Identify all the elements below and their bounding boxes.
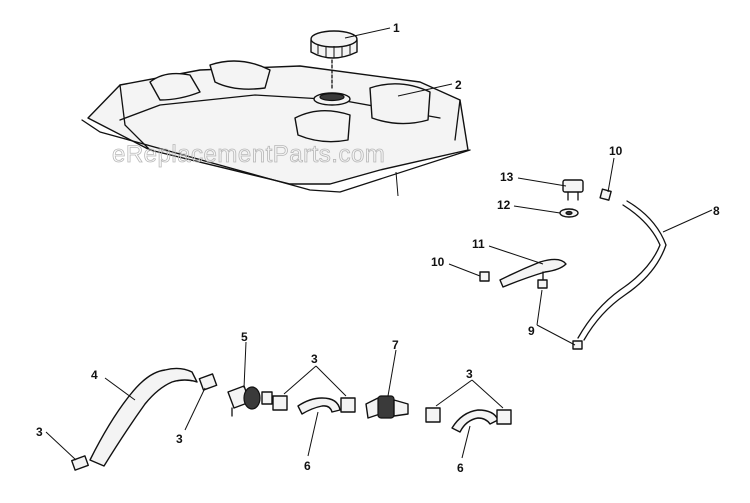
callout-3-middle: 3 xyxy=(311,352,318,366)
callout-3-right: 3 xyxy=(466,367,473,381)
fuel-line-8 xyxy=(577,200,667,341)
callout-3-far-left: 3 xyxy=(36,425,43,439)
fuel-line-11 xyxy=(499,258,567,288)
hose-6-right xyxy=(425,407,512,433)
fuel-tank xyxy=(81,60,471,197)
fuel-cap xyxy=(310,30,358,91)
callout-11: 11 xyxy=(472,237,485,251)
hose-clamp-10-lower xyxy=(479,271,490,282)
gasket-12 xyxy=(559,208,579,218)
callout-5: 5 xyxy=(241,330,248,344)
callout-3-left: 3 xyxy=(176,432,183,446)
callout-6-left: 6 xyxy=(304,459,311,473)
fuel-shutoff-valve-13 xyxy=(562,179,584,201)
watermark: eReplacementParts.com xyxy=(112,141,385,168)
callout-6-right: 6 xyxy=(457,461,464,475)
callout-9: 9 xyxy=(528,324,535,338)
callout-13: 13 xyxy=(500,170,514,184)
hose-6-left xyxy=(272,395,356,415)
callout-10-lower: 10 xyxy=(431,255,445,269)
inline-fuel-filter-7 xyxy=(365,395,409,419)
leader-lines xyxy=(45,27,713,461)
hose-clamp-9 xyxy=(537,279,583,350)
callout-labels: 1 2 10 8 13 12 11 10 9 4 3 3 5 3 7 3 6 6 xyxy=(36,21,720,475)
callout-8: 8 xyxy=(713,204,720,218)
callout-2: 2 xyxy=(455,78,462,92)
fuel-hose-4 xyxy=(89,367,198,467)
callout-10-upper: 10 xyxy=(609,144,623,158)
hose-clamp-10-upper xyxy=(599,188,612,201)
callout-7: 7 xyxy=(392,338,399,352)
callout-1: 1 xyxy=(393,21,400,35)
fuel-valve-5 xyxy=(227,385,273,417)
callout-4: 4 xyxy=(91,368,98,382)
callout-12: 12 xyxy=(497,198,511,212)
